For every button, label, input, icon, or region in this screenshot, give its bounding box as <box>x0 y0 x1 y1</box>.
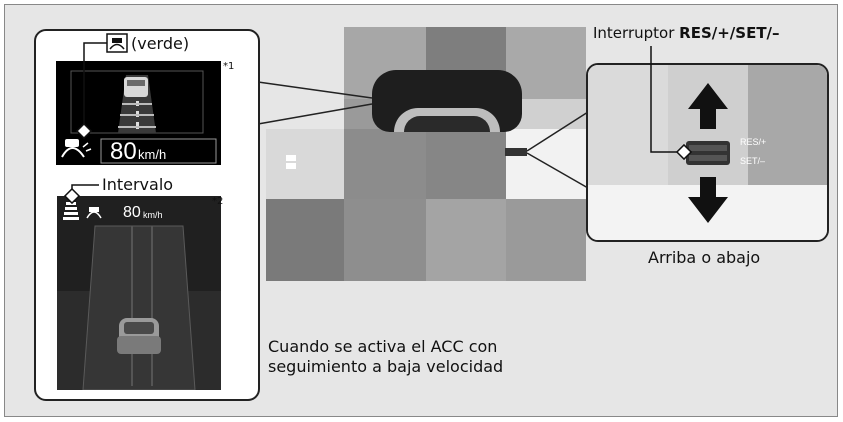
caption-note: Cuando se activa el ACC con seguimiento … <box>268 337 503 377</box>
switch-callout: RES/+ SET/– <box>586 63 829 242</box>
arrow-down-icon <box>688 177 728 223</box>
display-1-unit: km/h <box>138 147 167 162</box>
car-icon <box>117 318 161 354</box>
display-2-speed: 80 <box>123 204 141 221</box>
res-plus-label: RES/+ <box>740 137 767 147</box>
display-2-graphic <box>57 196 221 390</box>
switch-graphic <box>686 83 730 223</box>
gap-interval-icon <box>63 202 79 220</box>
interruptor-prefix: Interruptor <box>593 24 680 42</box>
footnote-2: *2 <box>212 196 224 207</box>
caption-line-1: Cuando se activa el ACC con <box>268 337 498 356</box>
acc-icon-small <box>86 207 102 219</box>
verde-label: (verde) <box>131 34 190 53</box>
display-2-unit: km/h <box>143 210 163 220</box>
arriba-abajo-label: Arriba o abajo <box>648 248 761 267</box>
set-minus-label: SET/– <box>740 156 766 166</box>
interruptor-switch-name: RES/+/SET/– <box>679 24 780 42</box>
interruptor-label: Interruptor RES/+/SET/– <box>593 24 780 42</box>
acc-low-speed-follow-icon <box>61 139 92 158</box>
display-1-speed: 80 <box>110 138 137 165</box>
car-icon <box>124 77 148 97</box>
meter-display-2: 80 km/h <box>57 196 221 390</box>
display-1-graphic <box>61 70 217 164</box>
caption-line-2: seguimiento a baja velocidad <box>268 357 504 376</box>
arrow-up-icon <box>688 83 728 129</box>
footnote-1: *1 <box>223 61 235 72</box>
intervalo-label: Intervalo <box>102 175 174 194</box>
